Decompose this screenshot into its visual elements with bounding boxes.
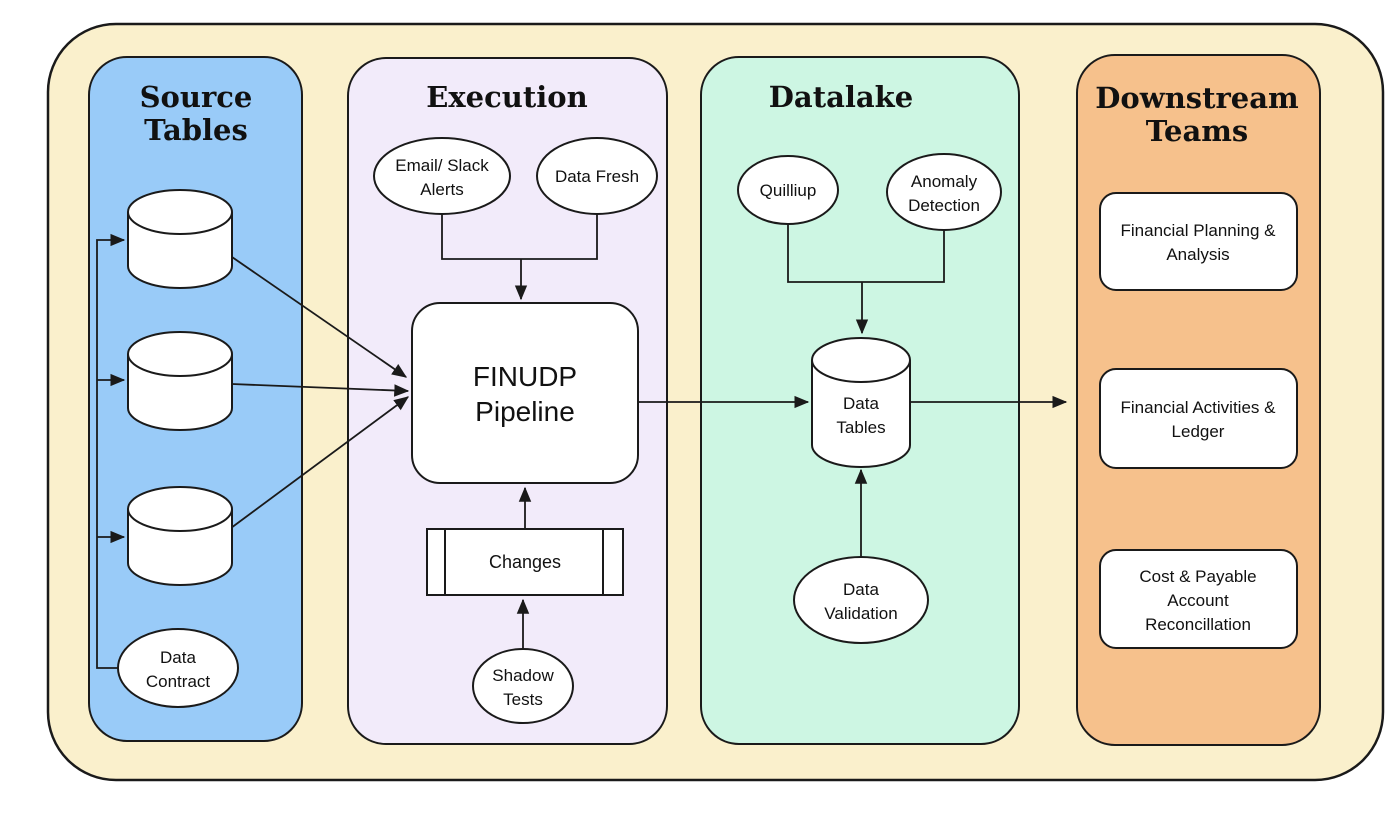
- data-fresh-label: Data Fresh: [555, 167, 639, 186]
- email-slack-alerts-label-line2: Alerts: [420, 180, 463, 199]
- downstream-teams-title-line2: Teams: [1146, 114, 1249, 148]
- data-fresh-node: [536, 137, 658, 215]
- anomaly-detection-label-line2: Detection: [908, 196, 980, 215]
- financial-activities-label-line2: Ledger: [1172, 422, 1225, 441]
- email-slack-alerts-node: [373, 137, 511, 215]
- data-tables-cylinder-icon: [811, 337, 911, 468]
- shadow-tests-label-line1: Shadow: [492, 666, 554, 685]
- cost-payable-node: [1099, 549, 1298, 649]
- data-validation-label-line2: Validation: [824, 604, 897, 623]
- cost-payable-label-line2: Account: [1167, 591, 1229, 610]
- data-validation-label-line1: Data: [843, 580, 879, 599]
- finudp-pipeline-label-line2: Pipeline: [475, 396, 575, 427]
- source-tables-title-line1: Source: [140, 80, 253, 114]
- financial-activities-node: [1099, 368, 1298, 469]
- data-contract-label-line1: Data: [160, 648, 196, 667]
- changes-node: [426, 528, 624, 596]
- source-db2-cylinder-icon: [127, 331, 233, 431]
- edge-db1-to-pipeline: [231, 256, 408, 378]
- edge-db2-to-pipeline: [231, 383, 410, 397]
- shadow-tests-label-line2: Tests: [503, 690, 543, 709]
- anomaly-detection-node: [886, 153, 1002, 231]
- shadow-tests-node: [472, 648, 574, 724]
- finudp-pipeline-label-line1: FINUDP: [473, 361, 577, 392]
- cost-payable-label-line1: Cost & Payable: [1139, 567, 1256, 586]
- financial-planning-label-line1: Financial Planning &: [1121, 221, 1277, 240]
- downstream-teams-title-line1: Downstream: [1095, 81, 1299, 115]
- data-validation-node: [793, 556, 929, 644]
- data-contract-label-line2: Contract: [146, 672, 211, 691]
- edge-quilliup-anomaly-merge: [787, 223, 945, 283]
- edge-alerts-datafresh-merge: [441, 214, 598, 260]
- quilliup-node: [737, 155, 839, 225]
- datalake-title: Datalake: [769, 80, 913, 114]
- source-tables-title-line2: Tables: [144, 113, 248, 147]
- finudp-pipeline-node: [411, 302, 639, 484]
- cost-payable-label-line3: Reconcillation: [1145, 615, 1251, 634]
- email-slack-alerts-label-line1: Email/ Slack: [395, 156, 489, 175]
- execution-title: Execution: [426, 80, 587, 114]
- data-tables-label-line1: Data: [843, 394, 879, 413]
- anomaly-detection-label-line1: Anomaly: [911, 172, 978, 191]
- data-contract-node: [117, 628, 239, 708]
- quilliup-label: Quilliup: [760, 181, 817, 200]
- financial-planning-label-line2: Analysis: [1166, 245, 1229, 264]
- source-db3-cylinder-icon: [127, 486, 233, 586]
- financial-planning-node: [1099, 192, 1298, 291]
- edge-data-contract-to-db1: [96, 233, 126, 669]
- data-tables-label-line2: Tables: [836, 418, 885, 437]
- edge-db3-to-pipeline: [230, 396, 410, 529]
- source-db1-cylinder-icon: [127, 189, 233, 289]
- changes-label: Changes: [489, 552, 561, 572]
- financial-activities-label-line1: Financial Activities &: [1121, 398, 1277, 417]
